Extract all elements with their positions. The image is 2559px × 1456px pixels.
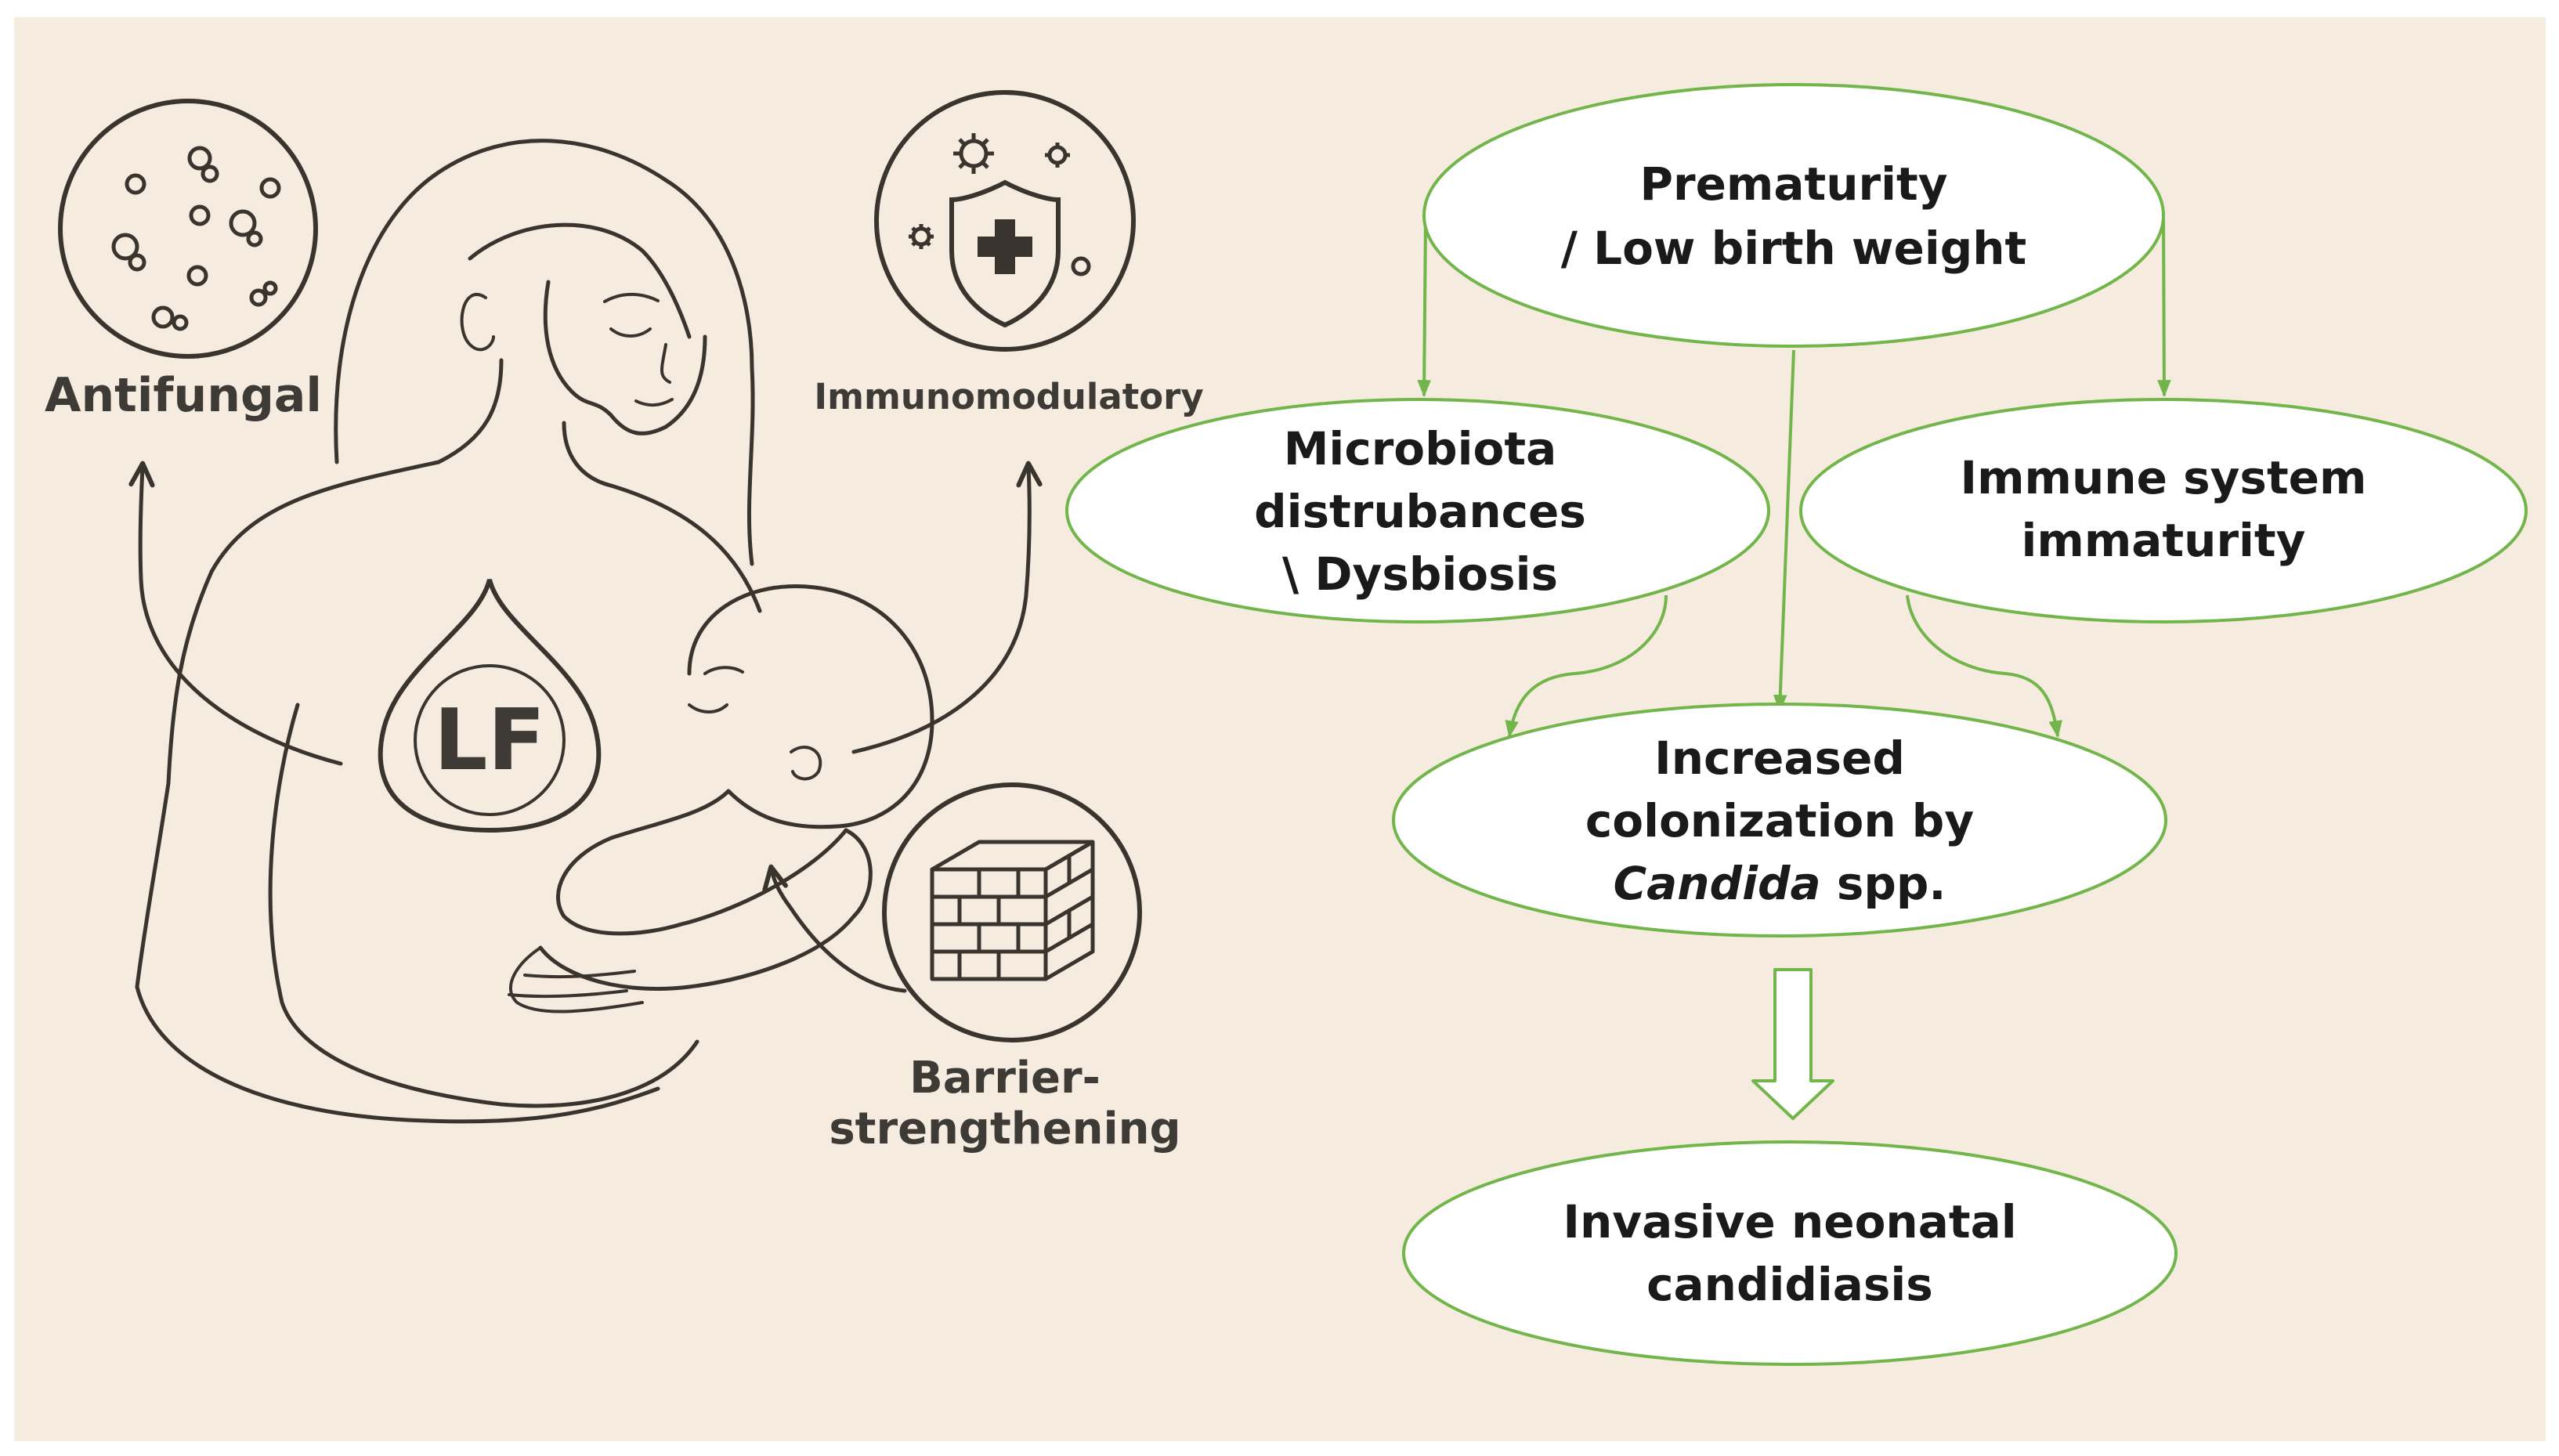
mother-left-shoulder xyxy=(166,460,441,786)
mother-nose xyxy=(660,343,671,384)
edge-microbiota-colonization xyxy=(1505,594,1668,739)
mother-left-side xyxy=(135,781,171,989)
mother-forearm xyxy=(135,985,660,1124)
antifungal-label: Antifungal xyxy=(45,368,322,423)
edge-immune-colonization xyxy=(1906,594,2062,739)
node-prematurity xyxy=(1422,83,2165,348)
shield-cross-icon xyxy=(949,179,1061,328)
node-prematurity-line1: Prematurity xyxy=(1639,157,1947,211)
immunomodulatory-badge: Immunomodulatory xyxy=(814,90,1204,417)
mother-hair-inner xyxy=(468,222,692,339)
brick-wall-icon xyxy=(930,840,1095,981)
baby-ear xyxy=(790,746,822,781)
node-prematurity-line2: / Low birth weight xyxy=(1561,222,2027,275)
node-candidiasis xyxy=(1402,1140,2178,1366)
edge-prematurity-immune xyxy=(2157,219,2171,398)
mother-hair-outline xyxy=(334,139,755,566)
edge-colonization-candidiasis xyxy=(1751,968,1834,1120)
baby-eye xyxy=(688,703,728,714)
lf-drop-inner xyxy=(414,664,566,816)
node-colonization xyxy=(1392,703,2167,938)
node-microbiota-line1: Microbiota xyxy=(1284,422,1557,475)
node-microbiota-line3: \ Dysbiosis xyxy=(1282,547,1558,601)
microbes-icon xyxy=(111,146,281,331)
node-candidiasis-line2: candidiasis xyxy=(1646,1258,1933,1311)
arrow-from-barrier xyxy=(762,864,907,993)
mother-hand xyxy=(508,946,644,1013)
node-immune xyxy=(1799,398,2528,623)
flowchart: Prematurity / Low birth weight Microbiot… xyxy=(1065,83,2528,1366)
barrier-label-2: strengthening xyxy=(829,1104,1180,1154)
node-microbiota-line2: distrubances xyxy=(1254,485,1586,538)
edge-prematurity-colonization xyxy=(1773,349,1795,713)
mother-ear xyxy=(460,293,495,352)
arrow-to-immunomodulatory xyxy=(851,461,1043,754)
baby-body xyxy=(556,789,848,936)
mother-face xyxy=(543,280,707,435)
baby-back xyxy=(538,828,873,991)
node-colonization-line1: Increased xyxy=(1654,732,1905,785)
node-microbiota xyxy=(1065,398,1770,623)
mother-neck-right xyxy=(562,421,613,488)
node-candidiasis-line1: Invasive neonatal xyxy=(1563,1195,2016,1248)
candida-italic: Candida xyxy=(1614,857,1821,910)
mother-arm xyxy=(268,703,699,1108)
spp-text: spp. xyxy=(1821,857,1946,910)
baby-brow xyxy=(703,666,744,675)
antifungal-badge: Antifungal xyxy=(45,99,322,423)
barrier-label-1: Barrier- xyxy=(909,1053,1101,1104)
barrier-badge: Barrier- strengthening xyxy=(829,782,1181,1154)
arrow-to-antifungal xyxy=(128,461,343,766)
lf-label: LF xyxy=(434,692,546,789)
virus-icon xyxy=(909,133,1091,276)
node-colonization-line3: Candida spp. xyxy=(1614,857,1946,910)
mother-eyebrow xyxy=(603,292,660,303)
mother-right-shoulder xyxy=(609,483,762,613)
baby-head xyxy=(687,584,934,829)
edge-prematurity-microbiota xyxy=(1417,219,1431,398)
mother-mouth xyxy=(634,398,674,406)
node-immune-line1: Immune system xyxy=(1961,451,2367,504)
mother-eye xyxy=(609,327,652,338)
node-colonization-line2: colonization by xyxy=(1585,794,1974,847)
mother-neck-left xyxy=(436,358,504,464)
immunomodulatory-label: Immunomodulatory xyxy=(814,376,1203,417)
breastfeeding-illustration: LF xyxy=(128,139,1043,1124)
lf-drop-icon xyxy=(378,579,602,833)
node-immune-line2: immaturity xyxy=(2022,514,2306,567)
